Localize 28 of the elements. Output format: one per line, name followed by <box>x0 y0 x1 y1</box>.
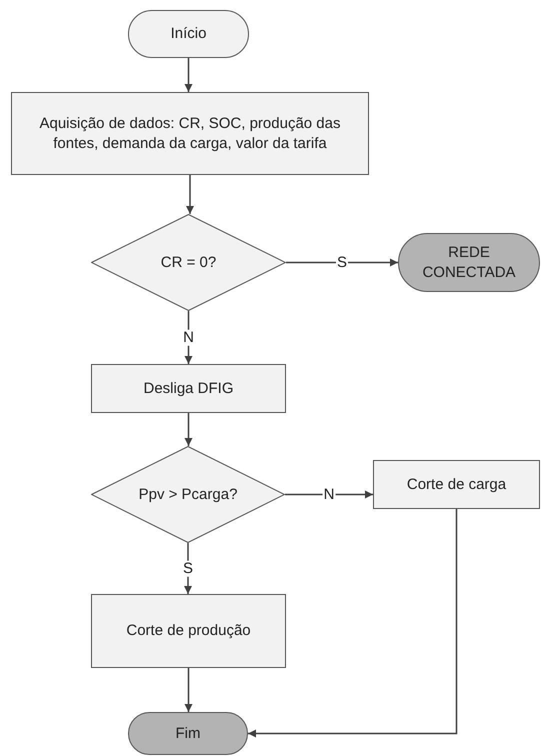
arrow <box>184 58 192 92</box>
arrow <box>186 175 194 214</box>
edge-label: S <box>182 560 194 577</box>
end-terminal <box>128 712 248 755</box>
node-label: REDE CONECTADA <box>421 243 517 282</box>
edge-label: N <box>182 329 195 346</box>
node-label: Corte de carga <box>406 474 508 494</box>
arrow <box>184 413 192 446</box>
arrow <box>285 490 373 498</box>
process-box <box>91 364 286 413</box>
decision-diamond <box>91 214 286 311</box>
arrow <box>248 509 458 738</box>
node-label: Fim <box>174 724 202 744</box>
process-box <box>11 92 369 175</box>
arrow <box>184 311 192 364</box>
arrow <box>184 543 192 594</box>
start-terminal <box>128 10 249 58</box>
node-label: Desliga DFIG <box>142 378 235 398</box>
node-label: Início <box>170 24 208 44</box>
node-label: Ppv > Pcarga? <box>138 484 238 504</box>
process-box <box>373 460 540 509</box>
node-label: Corte de produção <box>125 621 252 641</box>
decision-diamond <box>91 446 285 543</box>
arrow <box>286 258 398 266</box>
arrow <box>184 668 192 712</box>
node-label: CR = 0? <box>160 252 218 272</box>
node-label: Aquisição de dados: CR, SOC, produção das fontes, demanda da carga, valor da tarifa <box>38 114 342 153</box>
process-box <box>91 594 286 668</box>
